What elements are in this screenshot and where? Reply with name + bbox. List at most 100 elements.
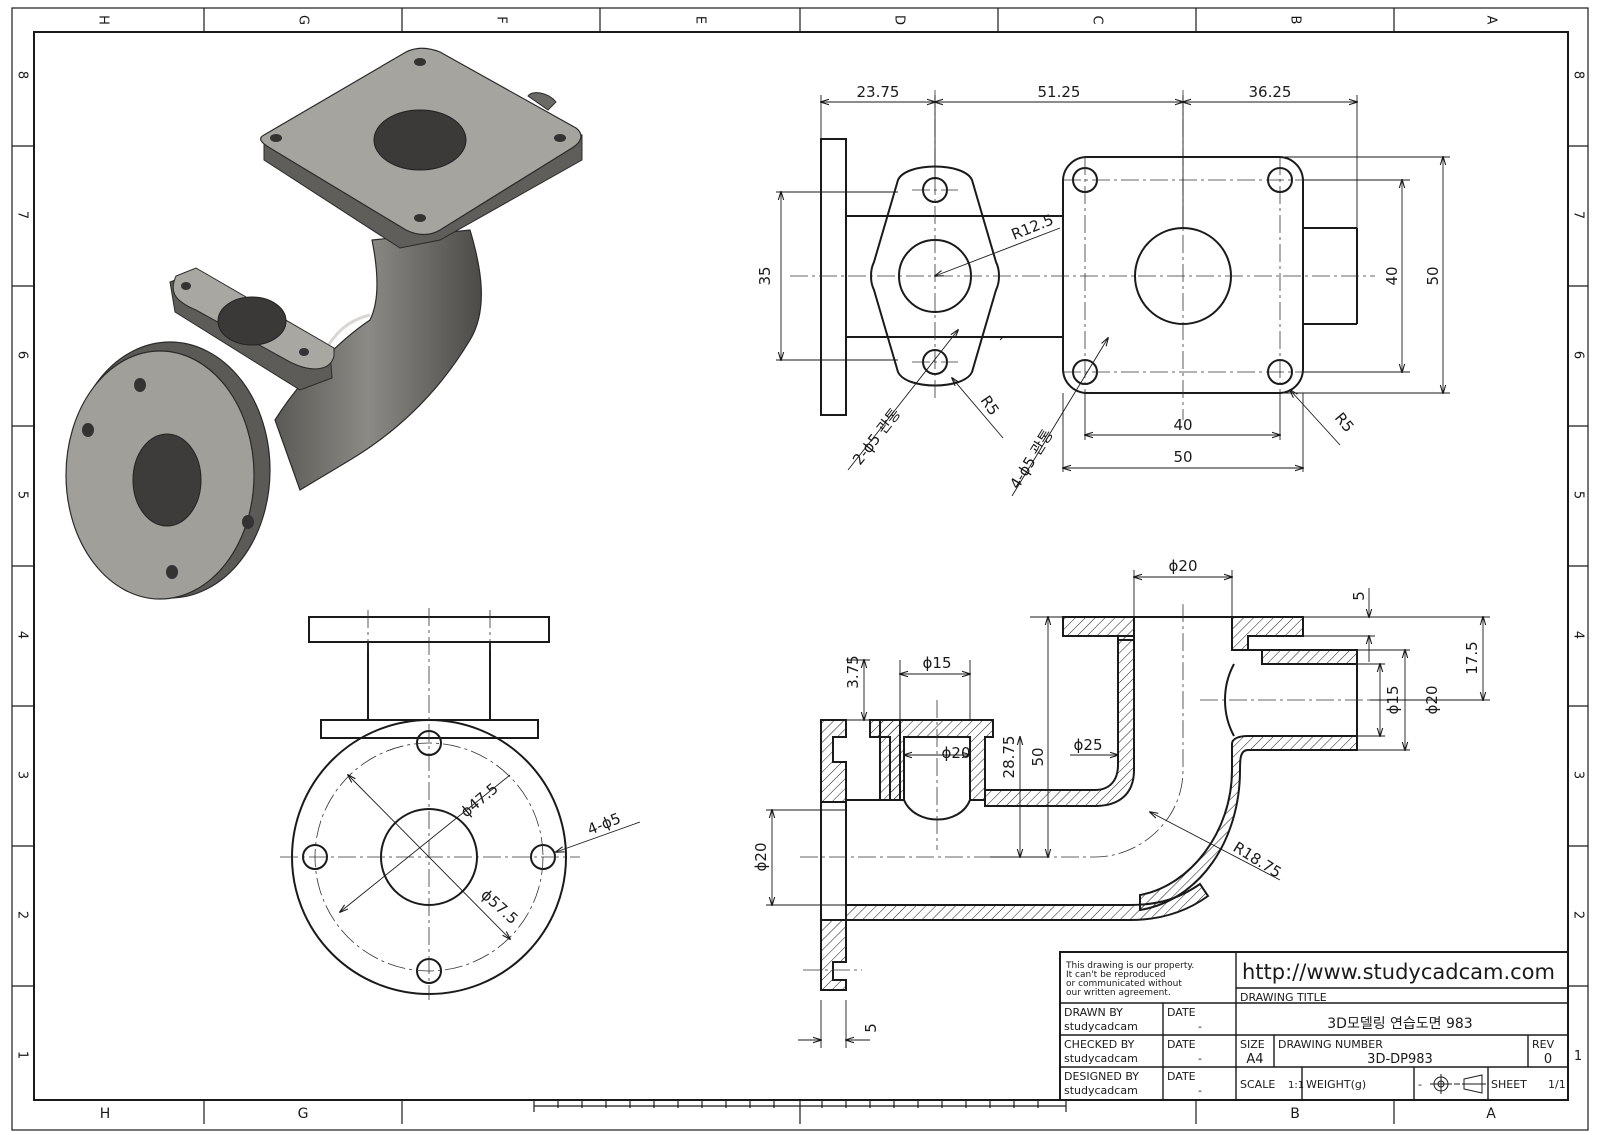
section-view bbox=[820, 616, 1358, 991]
size-value: A4 bbox=[1246, 1052, 1263, 1067]
checked-date-label: DATE bbox=[1167, 1038, 1196, 1051]
drawn-date-label: DATE bbox=[1167, 1006, 1196, 1019]
dim-4-holes: 4-ϕ5 관통 bbox=[1006, 426, 1057, 492]
dim-r5-left: R5 bbox=[977, 392, 1003, 419]
dim-phi-20-right: ϕ20 bbox=[1423, 686, 1441, 715]
dim-5-top: 5 bbox=[1350, 591, 1368, 601]
front-view-dimensions bbox=[340, 775, 641, 939]
zone-5-right: 5 bbox=[1571, 491, 1586, 499]
weight-label: WEIGHT(g) bbox=[1306, 1078, 1366, 1091]
dim-phi-15-right: ϕ15 bbox=[1384, 686, 1402, 715]
dim-2-holes: 2-ϕ5 관통 bbox=[849, 405, 904, 469]
sheet-value: 1/1 bbox=[1548, 1078, 1566, 1091]
zone-h-bottom: H bbox=[100, 1106, 111, 1122]
title-block: This drawing is our property. It can't b… bbox=[1059, 951, 1569, 1101]
rev-label: REV bbox=[1532, 1038, 1555, 1051]
isometric-render bbox=[65, 47, 583, 600]
dim-40-horizontal: 40 bbox=[1173, 416, 1192, 434]
dim-51-25: 51.25 bbox=[1038, 83, 1081, 101]
zone-4-right: 4 bbox=[1571, 631, 1586, 639]
section-centerlines bbox=[800, 600, 1375, 971]
section-hatching bbox=[820, 616, 1358, 991]
front-view-centerlines bbox=[280, 608, 580, 1000]
zone-2-left: 2 bbox=[15, 911, 30, 919]
zone-5-left: 5 bbox=[15, 491, 30, 499]
dim-50-section: 50 bbox=[1029, 747, 1047, 766]
drawing-title: 3D모델링 연습도면 983 bbox=[1327, 1016, 1472, 1032]
zone-labels-left: 8 7 6 5 4 3 2 1 bbox=[15, 71, 30, 1059]
dim-40-vertical: 40 bbox=[1383, 266, 1401, 285]
zone-7-left: 7 bbox=[15, 211, 30, 219]
zone-ticks bbox=[12, 8, 1588, 1124]
zone-8-left: 8 bbox=[15, 71, 30, 79]
dim-28-75: 28.75 bbox=[1000, 736, 1018, 779]
dim-50-horizontal: 50 bbox=[1173, 448, 1192, 466]
projection-symbol-icon bbox=[1430, 1074, 1486, 1094]
dim-phi-20-top: ϕ20 bbox=[1169, 557, 1198, 575]
dim-r18-75: R18.75 bbox=[1230, 838, 1285, 882]
dim-5-bottom: 5 bbox=[862, 1023, 880, 1033]
drawing-title-label: DRAWING TITLE bbox=[1240, 991, 1327, 1004]
designed-date: - bbox=[1198, 1084, 1202, 1097]
zone-7-right: 7 bbox=[1571, 211, 1586, 219]
dim-36-25: 36.25 bbox=[1249, 83, 1292, 101]
rev-value: 0 bbox=[1544, 1052, 1552, 1067]
zone-4-left: 4 bbox=[15, 631, 30, 639]
zone-c: C bbox=[1090, 15, 1105, 24]
zone-h: H bbox=[96, 15, 111, 25]
zone-b: B bbox=[1288, 16, 1303, 25]
dim-35: 35 bbox=[756, 266, 774, 285]
zone-6-left: 6 bbox=[15, 351, 30, 359]
top-view-centerlines bbox=[790, 90, 1375, 420]
top-view-dimensions bbox=[776, 95, 1450, 497]
checked-date: - bbox=[1198, 1052, 1202, 1065]
zone-labels-top: H G F E D C B A bbox=[96, 15, 1499, 25]
zone-b-bottom: B bbox=[1290, 1106, 1300, 1122]
notice-line-2: It can't be reproduced bbox=[1066, 970, 1166, 980]
zone-a-bottom: A bbox=[1486, 1106, 1496, 1122]
size-label: SIZE bbox=[1240, 1038, 1265, 1051]
zone-8-right: 8 bbox=[1571, 71, 1586, 79]
dim-4-phi-5: 4-ϕ5 bbox=[585, 809, 624, 839]
zone-e: E bbox=[693, 16, 708, 24]
drawing-number-label: DRAWING NUMBER bbox=[1278, 1038, 1383, 1051]
zone-f: F bbox=[494, 16, 509, 23]
notice-line-4: our written agreement. bbox=[1066, 988, 1171, 998]
zone-1-right: 1 bbox=[1574, 1049, 1582, 1064]
zone-g-bottom: G bbox=[298, 1106, 309, 1122]
checked-by-label: CHECKED BY bbox=[1064, 1038, 1135, 1051]
front-view-dim-text: ϕ47.5 ϕ57.5 4-ϕ5 bbox=[457, 779, 623, 927]
designed-date-label: DATE bbox=[1167, 1070, 1196, 1083]
zone-d: D bbox=[892, 15, 907, 25]
drawn-date: - bbox=[1198, 1020, 1202, 1033]
notice-line-1: This drawing is our property. bbox=[1065, 961, 1194, 971]
zone-3-right: 3 bbox=[1571, 771, 1586, 779]
drawn-by: studycadcam bbox=[1064, 1020, 1138, 1033]
dim-r5-right: R5 bbox=[1331, 409, 1358, 436]
top-view-dim-text: 23.75 51.25 36.25 35 40 50 40 50 R12.5 R… bbox=[756, 83, 1442, 492]
dim-phi-20-left: ϕ20 bbox=[752, 843, 770, 872]
dim-23-75: 23.75 bbox=[857, 83, 900, 101]
designed-by-label: DESIGNED BY bbox=[1064, 1070, 1139, 1083]
property-notice: This drawing is our property. It can't b… bbox=[1065, 961, 1194, 998]
weight-value: - bbox=[1418, 1078, 1422, 1091]
scale-value: 1:1 bbox=[1288, 1080, 1304, 1091]
checked-by: studycadcam bbox=[1064, 1052, 1138, 1065]
scale-label: SCALE bbox=[1240, 1078, 1275, 1091]
dim-phi-47-5: ϕ47.5 bbox=[457, 779, 502, 821]
zone-3-left: 3 bbox=[15, 771, 30, 779]
notice-line-3: or communicated without bbox=[1066, 979, 1182, 989]
company-url[interactable]: http://www.studycadcam.com bbox=[1242, 960, 1555, 984]
zone-a: A bbox=[1484, 16, 1499, 25]
sheet-label: SHEET bbox=[1491, 1078, 1527, 1091]
zone-6-right: 6 bbox=[1571, 351, 1586, 359]
zone-g: G bbox=[296, 15, 311, 25]
dim-50-vertical: 50 bbox=[1424, 266, 1442, 285]
dim-17-5: 17.5 bbox=[1463, 641, 1481, 674]
zone-labels-right: 8 7 6 5 4 3 2 1 bbox=[1571, 71, 1586, 1064]
dim-phi-15: ϕ15 bbox=[923, 654, 952, 672]
zone-1-left: 1 bbox=[15, 1051, 30, 1059]
designed-by: studycadcam bbox=[1064, 1084, 1138, 1097]
dim-phi-20-inner: ϕ20 bbox=[942, 744, 971, 762]
